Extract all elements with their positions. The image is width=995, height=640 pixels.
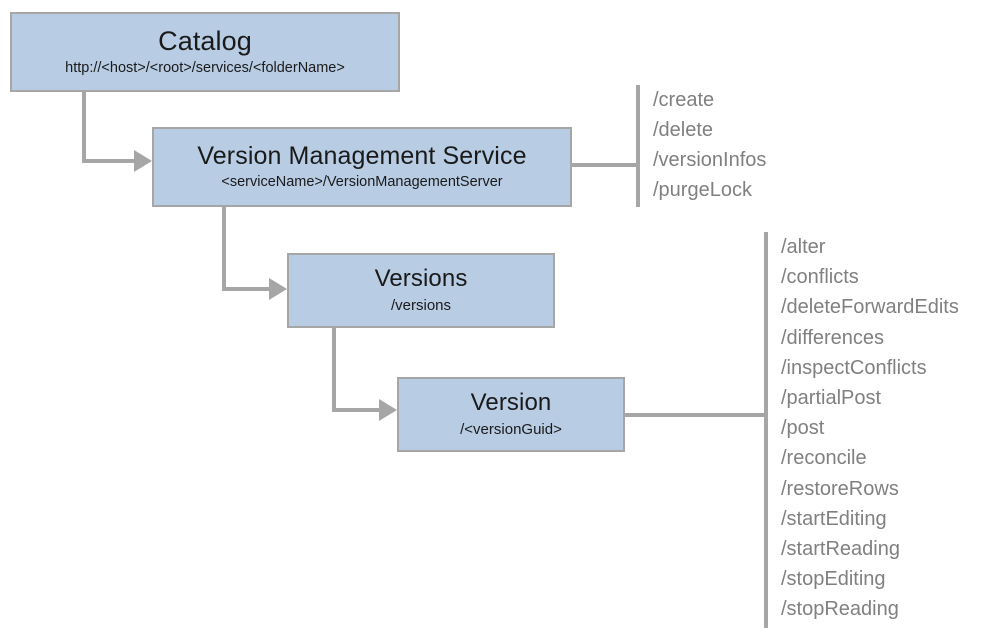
connector-version-to-version-operations bbox=[625, 413, 767, 417]
endpoint-item[interactable]: /purgeLock bbox=[653, 179, 752, 201]
endpoint-item[interactable]: /conflicts bbox=[781, 266, 859, 289]
node-version-management-service-subtitle: <serviceName>/VersionManagementServer bbox=[221, 173, 503, 190]
arrow-head-icon-catalog-to-service bbox=[134, 150, 152, 172]
node-version[interactable]: Version /<versionGuid> bbox=[397, 377, 625, 452]
node-version-management-service-title: Version Management Service bbox=[197, 141, 527, 170]
endpoint-item[interactable]: /startEditing bbox=[781, 507, 887, 530]
endpoint-list-service-operations: /create/delete/versionInfos/purgeLock bbox=[640, 85, 766, 207]
endpoint-item[interactable]: /differences bbox=[781, 326, 885, 349]
endpoint-item[interactable]: /stopReading bbox=[781, 598, 899, 621]
endpoint-group-bar-version-operations bbox=[764, 232, 768, 628]
endpoint-list-version-operations: /alter/conflicts/deleteForwardEdits/diff… bbox=[768, 232, 959, 628]
endpoint-item[interactable]: /partialPost bbox=[781, 387, 882, 410]
arrow-head-icon-versions-to-version bbox=[379, 399, 397, 421]
node-versions[interactable]: Versions /versions bbox=[287, 253, 555, 328]
node-version-title: Version bbox=[470, 389, 552, 417]
node-catalog[interactable]: Catalog http://<host>/<root>/services/<f… bbox=[10, 12, 400, 92]
endpoint-item[interactable]: /versionInfos bbox=[653, 149, 767, 171]
connector-service-to-versions-horizontal bbox=[222, 287, 274, 291]
connector-catalog-to-service-vertical bbox=[82, 92, 86, 163]
endpoint-item[interactable]: /stopEditing bbox=[781, 568, 886, 591]
endpoint-item[interactable]: /alter bbox=[781, 236, 826, 258]
endpoint-group-version-operations: /alter/conflicts/deleteForwardEdits/diff… bbox=[764, 232, 959, 628]
endpoint-group-bar-service-operations bbox=[636, 85, 640, 207]
node-catalog-title: Catalog bbox=[158, 25, 252, 56]
connector-service-to-service-operations bbox=[572, 163, 640, 167]
connector-catalog-to-service-horizontal bbox=[82, 159, 138, 163]
endpoint-item[interactable]: /deleteForwardEdits bbox=[781, 296, 959, 319]
endpoint-item[interactable]: /reconcile bbox=[781, 447, 867, 470]
endpoint-group-service-operations: /create/delete/versionInfos/purgeLock bbox=[636, 85, 766, 207]
endpoint-item[interactable]: /startReading bbox=[781, 538, 900, 561]
connector-versions-to-version-horizontal bbox=[332, 408, 384, 412]
endpoint-item[interactable]: /post bbox=[781, 417, 825, 440]
node-versions-title: Versions bbox=[374, 265, 468, 293]
endpoint-item[interactable]: /delete bbox=[653, 119, 714, 141]
node-versions-subtitle: /versions bbox=[390, 296, 452, 314]
connector-versions-to-version-vertical bbox=[332, 328, 336, 412]
endpoint-item[interactable]: /restoreRows bbox=[781, 477, 899, 500]
node-catalog-subtitle: http://<host>/<root>/services/<folderNam… bbox=[65, 59, 345, 76]
endpoint-item[interactable]: /create bbox=[653, 89, 715, 111]
endpoint-item[interactable]: /inspectConflicts bbox=[781, 356, 927, 379]
connector-service-to-versions-vertical bbox=[222, 207, 226, 291]
node-version-management-service[interactable]: Version Management Service <serviceName>… bbox=[152, 127, 572, 207]
node-version-subtitle: /<versionGuid> bbox=[460, 420, 562, 438]
arrow-head-icon-service-to-versions bbox=[269, 278, 287, 300]
